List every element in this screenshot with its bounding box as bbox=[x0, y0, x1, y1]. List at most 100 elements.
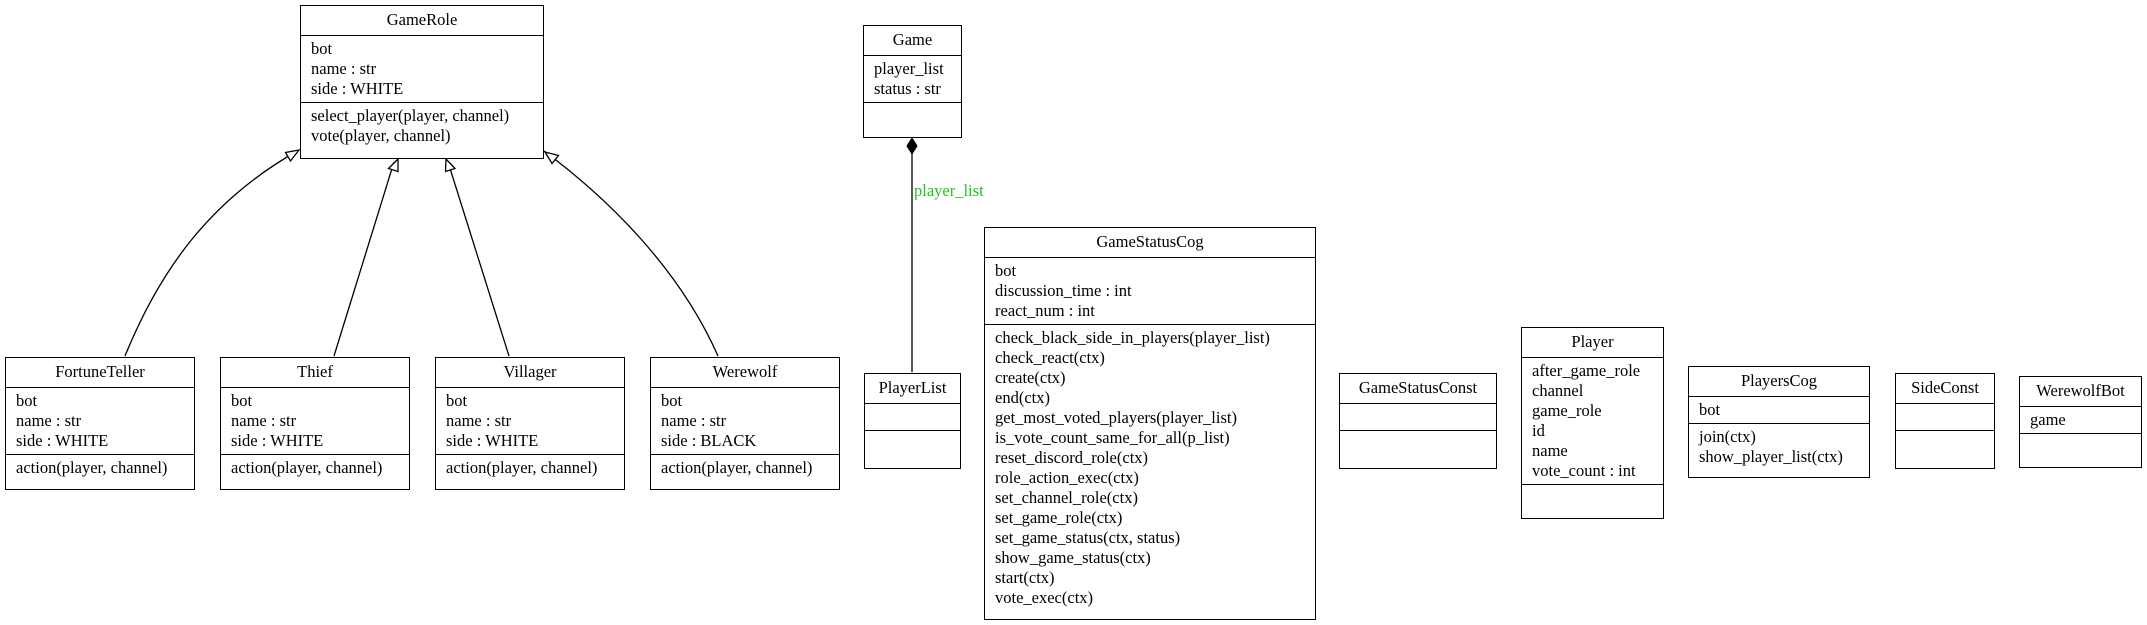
attribute: id bbox=[1532, 421, 1545, 440]
attribute: bot bbox=[311, 39, 333, 58]
attribute: vote_count : int bbox=[1532, 461, 1636, 480]
class-gamestatuscog[interactable]: GameStatusCog bot discussion_time : int … bbox=[984, 227, 1316, 620]
class-name: WerewolfBot bbox=[2020, 377, 2141, 407]
composition-edge-label: player_list bbox=[914, 181, 984, 200]
attribute: name : str bbox=[16, 411, 82, 430]
methods-section bbox=[864, 103, 961, 137]
attribute: discussion_time : int bbox=[995, 281, 1132, 300]
methods-section bbox=[865, 431, 960, 468]
methods-section bbox=[1522, 485, 1663, 518]
attribute: bot bbox=[16, 391, 38, 410]
composition-diamond bbox=[906, 137, 918, 155]
methods-section: action(player, channel) bbox=[651, 455, 839, 489]
method: role_action_exec(ctx) bbox=[995, 468, 1139, 487]
inheritance-edge-villager bbox=[447, 161, 510, 357]
attribute: game bbox=[2030, 410, 2066, 429]
attributes-section: bot name : str side : WHITE bbox=[301, 36, 543, 103]
attribute: name : str bbox=[446, 411, 512, 430]
method: vote(player, channel) bbox=[311, 126, 451, 145]
method: vote_exec(ctx) bbox=[995, 588, 1094, 607]
method: check_react(ctx) bbox=[995, 348, 1105, 367]
class-playerscog[interactable]: PlayersCog bot join(ctx) show_player_lis… bbox=[1688, 366, 1870, 478]
methods-section bbox=[1896, 431, 1994, 468]
class-playerlist[interactable]: PlayerList bbox=[864, 373, 961, 469]
attribute: side : WHITE bbox=[311, 79, 404, 98]
attributes-section: bot discussion_time : int react_num : in… bbox=[985, 258, 1315, 325]
inheritance-arrowhead-villager bbox=[444, 157, 457, 173]
attribute: bot bbox=[1699, 400, 1721, 419]
method: action(player, channel) bbox=[661, 458, 813, 477]
attribute: name bbox=[1532, 441, 1568, 460]
class-gamestatusconst[interactable]: GameStatusConst bbox=[1339, 373, 1497, 469]
attributes-section: bot name : str side : WHITE bbox=[221, 388, 409, 455]
method: action(player, channel) bbox=[231, 458, 383, 477]
class-werewolf[interactable]: Werewolf bot name : str side : BLACK act… bbox=[650, 357, 840, 490]
method: start(ctx) bbox=[995, 568, 1055, 587]
class-werewolfbot[interactable]: WerewolfBot game bbox=[2019, 376, 2142, 468]
attribute: side : WHITE bbox=[231, 431, 324, 450]
class-name: GameStatusCog bbox=[985, 228, 1315, 258]
class-fortuneteller[interactable]: FortuneTeller bot name : str side : WHIT… bbox=[5, 357, 195, 490]
inheritance-edge-fortuneteller bbox=[124, 149, 300, 357]
attributes-section: bot bbox=[1689, 397, 1869, 424]
attributes-section: bot name : str side : WHITE bbox=[436, 388, 624, 455]
method: set_game_role(ctx) bbox=[995, 508, 1123, 527]
attribute: side : WHITE bbox=[446, 431, 539, 450]
method: show_game_status(ctx) bbox=[995, 548, 1151, 567]
method: is_vote_count_same_for_all(p_list) bbox=[995, 428, 1230, 447]
class-name: PlayerList bbox=[865, 374, 960, 404]
attributes-section bbox=[1340, 404, 1496, 431]
attribute: channel bbox=[1532, 381, 1584, 400]
methods-section: action(player, channel) bbox=[6, 455, 194, 489]
method: set_game_status(ctx, status) bbox=[995, 528, 1181, 547]
method: join(ctx) bbox=[1699, 427, 1756, 446]
class-name: FortuneTeller bbox=[6, 358, 194, 388]
inheritance-arrowhead-thief bbox=[387, 157, 399, 173]
class-name: SideConst bbox=[1896, 374, 1994, 404]
class-player[interactable]: Player after_game_role channel game_role… bbox=[1521, 327, 1664, 519]
class-gamerole[interactable]: GameRole bot name : str side : WHITE sel… bbox=[300, 5, 544, 159]
class-name: Werewolf bbox=[651, 358, 839, 388]
class-thief[interactable]: Thief bot name : str side : WHITE action… bbox=[220, 357, 410, 490]
attribute: name : str bbox=[231, 411, 297, 430]
methods-section: check_black_side_in_players(player_list)… bbox=[985, 325, 1315, 619]
class-name: Villager bbox=[436, 358, 624, 388]
methods-section bbox=[2020, 434, 2141, 467]
attribute: game_role bbox=[1532, 401, 1602, 420]
attribute: bot bbox=[661, 391, 683, 410]
methods-section bbox=[1340, 431, 1496, 468]
attributes-section: player_list status : str bbox=[864, 56, 961, 103]
class-name: GameStatusConst bbox=[1340, 374, 1496, 404]
method: show_player_list(ctx) bbox=[1699, 447, 1843, 466]
method: reset_discord_role(ctx) bbox=[995, 448, 1149, 467]
method: create(ctx) bbox=[995, 368, 1066, 387]
class-name: GameRole bbox=[301, 6, 543, 36]
class-sideconst[interactable]: SideConst bbox=[1895, 373, 1995, 469]
methods-section: action(player, channel) bbox=[221, 455, 409, 489]
inheritance-edge-thief bbox=[333, 161, 395, 357]
attributes-section bbox=[1896, 404, 1994, 431]
attributes-section: bot name : str side : WHITE bbox=[6, 388, 194, 455]
attributes-section: after_game_role channel game_role id nam… bbox=[1522, 358, 1663, 485]
inheritance-arrowhead-werewolf bbox=[543, 150, 560, 165]
attribute: name : str bbox=[661, 411, 727, 430]
attribute: bot bbox=[231, 391, 253, 410]
method: select_player(player, channel) bbox=[311, 106, 510, 125]
class-game[interactable]: Game player_list status : str bbox=[863, 25, 962, 138]
method: action(player, channel) bbox=[446, 458, 598, 477]
attributes-section bbox=[865, 404, 960, 431]
attributes-section: bot name : str side : BLACK bbox=[651, 388, 839, 455]
attribute: bot bbox=[995, 261, 1017, 280]
attribute: after_game_role bbox=[1532, 361, 1641, 380]
inheritance-arrowhead-fortuneteller bbox=[284, 149, 301, 163]
class-villager[interactable]: Villager bot name : str side : WHITE act… bbox=[435, 357, 625, 490]
class-name: Game bbox=[864, 26, 961, 56]
method: set_channel_role(ctx) bbox=[995, 488, 1138, 507]
attributes-section: game bbox=[2020, 407, 2141, 434]
attribute: bot bbox=[446, 391, 468, 410]
attribute: name : str bbox=[311, 59, 377, 78]
class-name: Thief bbox=[221, 358, 409, 388]
attribute: side : WHITE bbox=[16, 431, 109, 450]
method: end(ctx) bbox=[995, 388, 1050, 407]
